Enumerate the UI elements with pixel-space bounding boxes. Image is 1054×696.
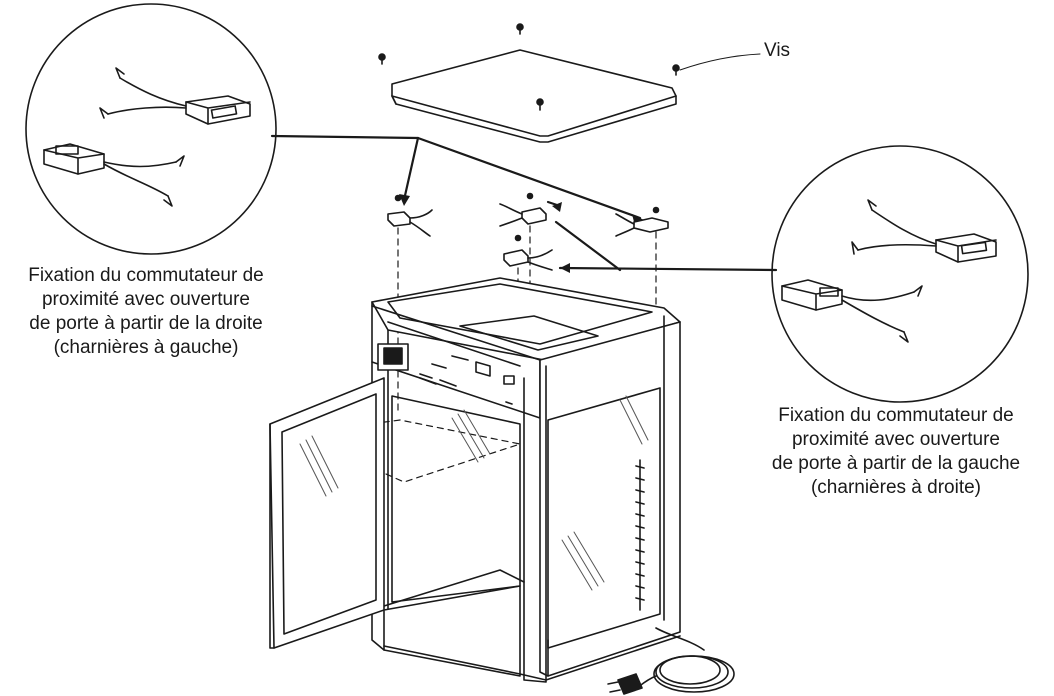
caption-line: Fixation du commutateur de — [28, 265, 264, 286]
caption-line: (charnières à gauche) — [53, 337, 239, 358]
callout-connector-lines — [270, 134, 778, 272]
caption-line: Fixation du commutateur de — [778, 405, 1014, 426]
glass-reflection-hatching — [299, 395, 649, 591]
caption-line: proximité avec ouverture — [791, 429, 1001, 450]
cabinet-body — [371, 277, 681, 683]
screw-icon — [378, 23, 680, 111]
screw-label: Vis — [764, 40, 791, 61]
proximity-switch-parts — [387, 203, 669, 271]
screw-icon — [394, 192, 660, 242]
screw-leader-line — [679, 53, 761, 71]
caption-line: de porte à partir de la gauche — [771, 453, 1021, 474]
caption-line: de porte à partir de la droite — [29, 313, 263, 334]
right-callout-caption: Fixation du commutateur de proximité ave… — [738, 404, 1054, 500]
left-callout-caption: Fixation du commutateur de proximité ave… — [0, 264, 292, 360]
caption-line: proximité avec ouverture — [41, 289, 251, 310]
right-detail-circle — [771, 145, 1029, 403]
caption-line: (charnières à droite) — [810, 477, 982, 498]
top-lid-panel — [391, 49, 677, 143]
cabinet-door — [269, 377, 385, 649]
power-cord — [607, 627, 735, 695]
left-detail-circle — [25, 3, 277, 255]
